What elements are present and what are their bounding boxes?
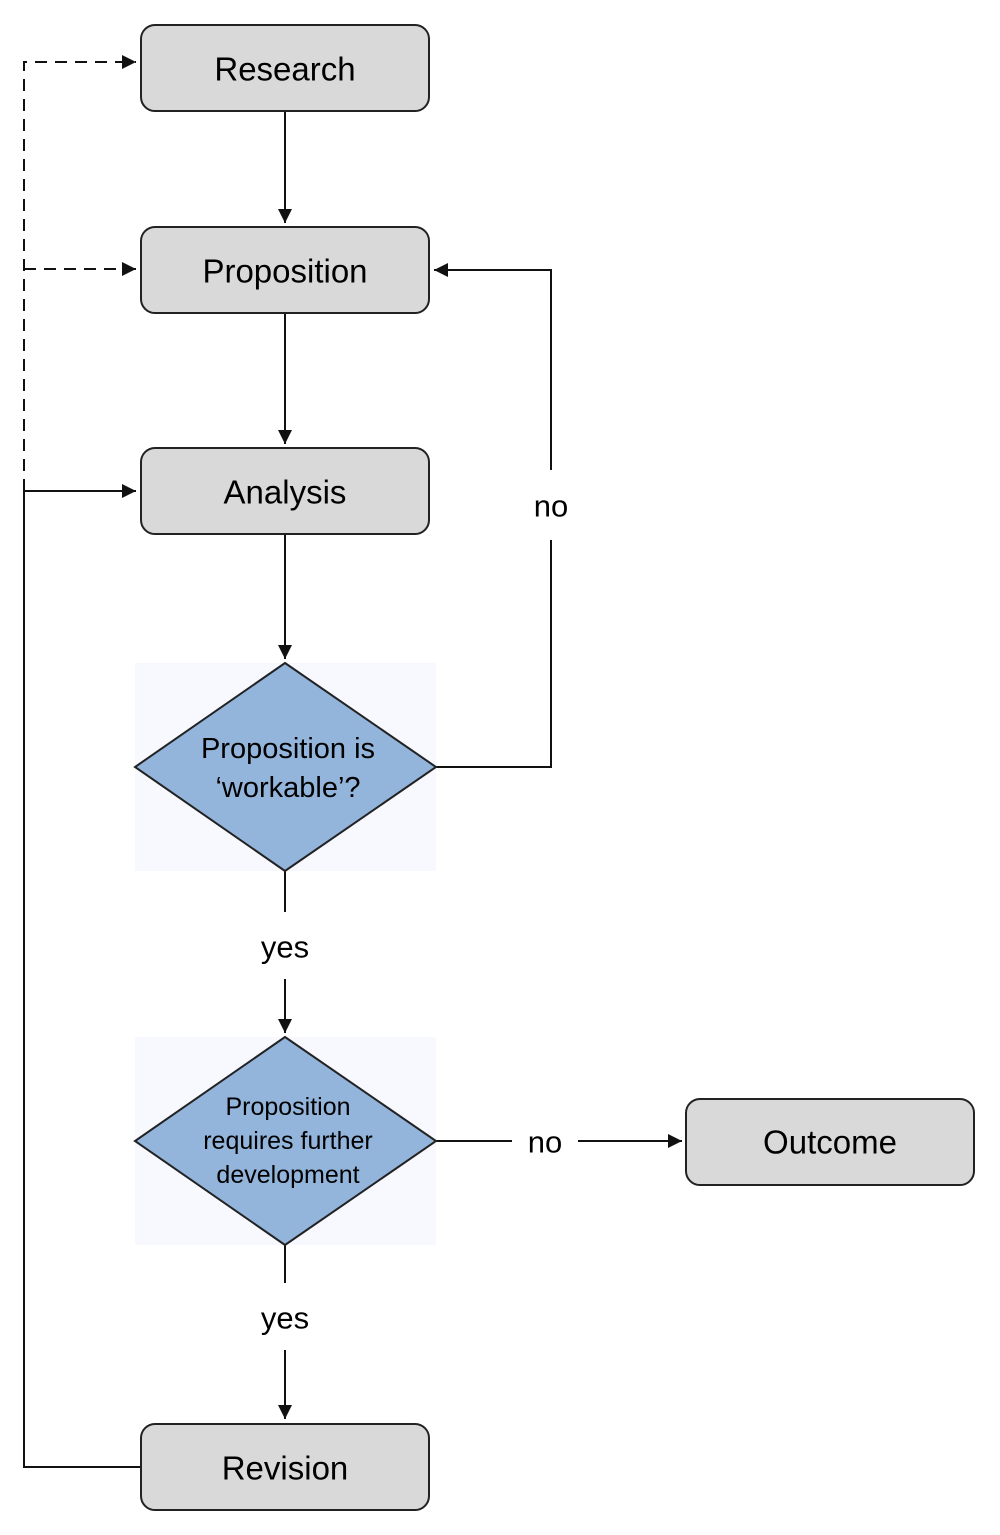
revision-label: Revision (222, 1450, 349, 1487)
revision-node: Revision (140, 1423, 430, 1511)
workable-no-label: no (534, 489, 568, 524)
further-development-decision: Proposition requires further development (133, 1035, 438, 1247)
workable-line-2: ‘workable’? (215, 772, 360, 804)
further-line-2: requires further (203, 1127, 373, 1155)
further-line-3: development (216, 1161, 359, 1189)
further-no-label: no (528, 1125, 562, 1160)
further-yes-label: yes (261, 1301, 309, 1336)
edge-workable-no-lower (436, 540, 552, 768)
analysis-node: Analysis (140, 447, 430, 535)
edge-workable-no-upper (434, 263, 552, 470)
edge-revision-to-research-dashed (23, 55, 136, 491)
research-label: Research (214, 51, 355, 88)
further-line-1: Proposition (225, 1093, 350, 1121)
outcome-label: Outcome (763, 1124, 897, 1161)
proposition-label: Proposition (202, 253, 367, 290)
analysis-label: Analysis (224, 474, 347, 511)
research-node: Research (140, 24, 430, 112)
edge-revision-to-analysis (23, 484, 141, 1468)
proposition-node: Proposition (140, 226, 430, 314)
outcome-node: Outcome (685, 1098, 975, 1186)
workable-decision: Proposition is ‘workable’? (133, 661, 438, 873)
workable-yes-label: yes (261, 930, 309, 965)
workable-line-1: Proposition is (201, 733, 375, 765)
